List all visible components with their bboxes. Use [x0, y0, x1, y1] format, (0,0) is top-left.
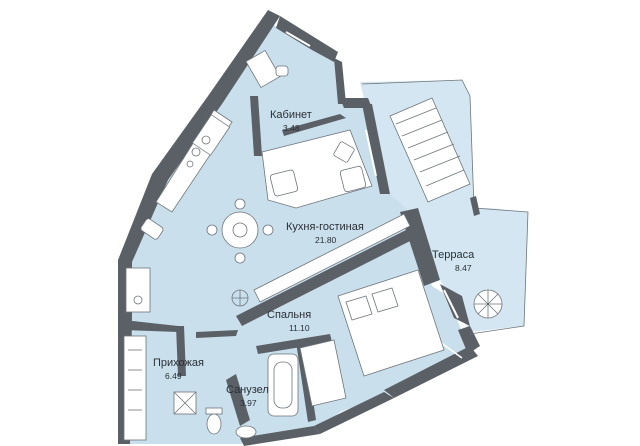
washbasin-icon: [235, 425, 257, 439]
room-name: Прихожая: [153, 357, 204, 369]
exterior-walls: [118, 10, 480, 446]
room-label-kitchen: Кухня-гостиная 21.80: [286, 221, 364, 245]
room-name: Кабинет: [270, 109, 312, 121]
room-area: 21.80: [315, 235, 337, 245]
desk-icon: [245, 49, 289, 89]
room-name: Санузел: [226, 384, 269, 396]
room-label-office: Кабинет 3.48: [270, 109, 312, 133]
room-label-bathroom: Санузел 3.97: [226, 384, 269, 408]
room-label-bedroom: Спальня 11.10: [267, 309, 311, 333]
wardrobe-icon: [253, 213, 411, 303]
bed-icon: [337, 269, 445, 377]
room-label-hallway: Прихожая 6.49: [153, 357, 204, 381]
sink-icon: [125, 218, 164, 313]
deck-chair-icon: [389, 97, 471, 203]
terrace-railing: [361, 79, 529, 335]
dining-table-icon: [206, 198, 274, 264]
room-area: 3.48: [283, 123, 300, 133]
terrace-plant-icon: [473, 289, 503, 319]
windows: [285, 31, 463, 359]
room-area: 3.97: [240, 398, 257, 408]
plant-icon: [231, 289, 249, 307]
shoe-rack-icon: [173, 391, 197, 415]
room-area: 6.49: [165, 371, 182, 381]
room-label-terrace: Терраса 8.47: [432, 249, 475, 273]
kitchen-counter-icon: [155, 109, 233, 213]
sofa-icon: [261, 129, 373, 209]
washing-machine-icon: [299, 339, 347, 407]
room-area: 8.47: [455, 263, 472, 273]
hallway-wardrobe-icon: [123, 335, 147, 441]
room-name: Кухня-гостиная: [286, 221, 364, 233]
stove-icon: [186, 135, 211, 168]
room-name: Терраса: [432, 249, 475, 261]
room-name: Спальня: [267, 309, 311, 321]
room-area: 11.10: [289, 323, 310, 333]
toilet-icon: [205, 407, 223, 435]
bathtub-icon: [267, 353, 299, 417]
